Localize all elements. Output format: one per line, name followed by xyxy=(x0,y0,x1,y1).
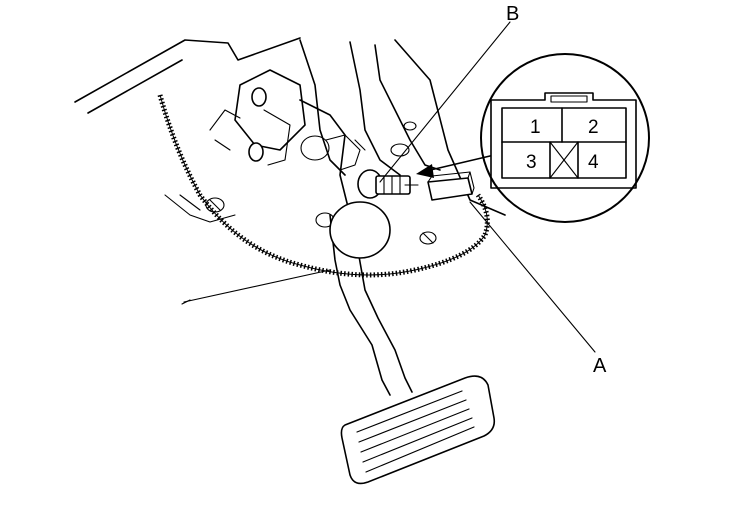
brake-pedal-switch xyxy=(357,169,419,199)
pin-3-label: 3 xyxy=(526,152,537,173)
pedal-arm xyxy=(299,99,413,396)
connector-zoom: 1 2 3 4 xyxy=(480,53,650,223)
harness-connector xyxy=(427,171,475,201)
pedal-bracket xyxy=(205,39,441,245)
brake-pedal-pad xyxy=(340,375,496,485)
pin-2-label: 2 xyxy=(588,117,599,138)
pin-1-label: 1 xyxy=(530,117,541,138)
callout-a: A xyxy=(593,355,607,377)
zoom-arrow xyxy=(416,155,491,178)
wire-harness xyxy=(157,94,490,278)
leader-lines xyxy=(379,21,596,353)
pin-4-label: 4 xyxy=(588,152,599,173)
callout-b: B xyxy=(506,3,519,25)
dashboard-outline xyxy=(74,37,506,305)
